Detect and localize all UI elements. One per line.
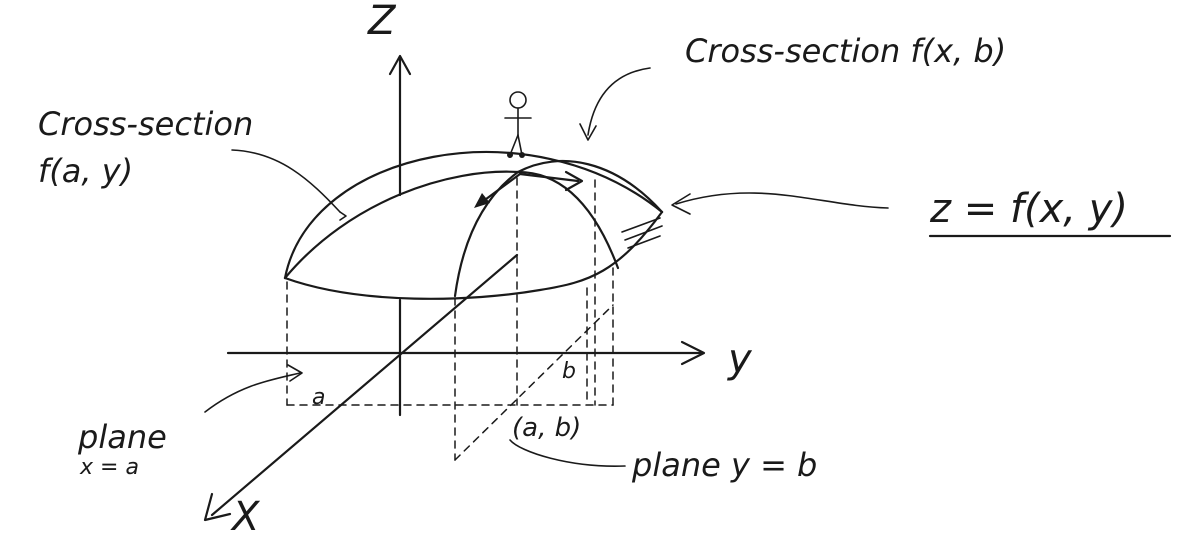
z-axis-arrowhead: [388, 54, 412, 76]
figure-head: [509, 91, 527, 109]
leader-lines: [204, 67, 889, 467]
labels: Z y X Cross-section f(x, b) Cross-sectio…: [38, 0, 1128, 533]
surface-hatch: [621, 217, 663, 249]
inner-arch-right: [516, 170, 620, 270]
cross-section-fay-curve: [283, 170, 520, 280]
plane-x-label-line1: plane: [77, 418, 167, 456]
inner-arch-left: [453, 170, 520, 298]
leader-fay: [231, 149, 341, 213]
leader-fxb-arrowhead: [579, 123, 597, 141]
leader-plane-x: [204, 372, 301, 413]
tangent-y-arrow: [518, 172, 580, 183]
tangent-x-arrowhead: [474, 193, 490, 208]
z-axis-label: Z: [367, 0, 397, 44]
stick-figure: [504, 91, 532, 158]
x-axis-arrowhead: [203, 492, 232, 522]
cross-section-fay-label-line1: Cross-section: [38, 105, 253, 143]
surface-label: z = f(x, y): [929, 186, 1128, 232]
leader-plane-x-arrowhead: [287, 364, 303, 382]
leader-plane-y: [509, 439, 626, 467]
front-arc-tick: [339, 211, 347, 221]
leader-fxb: [587, 67, 651, 136]
projection-lines: [286, 177, 614, 461]
y-axis-label: y: [727, 336, 753, 382]
cross-section-fxb-curve: [283, 150, 664, 280]
tick-b-label: b: [562, 359, 576, 384]
plane-x-label-line2: x = a: [79, 455, 139, 480]
tangent-arrows: [474, 170, 584, 208]
cross-section-fxb-label: Cross-section f(x, b): [685, 32, 1006, 70]
axes: [203, 54, 706, 522]
dome-surface: [283, 150, 664, 300]
leader-surface: [675, 192, 889, 209]
tick-a-label: a: [312, 385, 325, 410]
base-curve: [283, 210, 664, 300]
y-axis-arrowhead: [680, 340, 706, 366]
ridge-curve: [516, 160, 664, 214]
cross-section-fay-label-line2: f(a, y): [38, 152, 133, 190]
x-axis-label: X: [230, 494, 261, 533]
x-axis: [210, 253, 519, 517]
point-ab-label: (a, b): [512, 413, 581, 443]
plane-y-label: plane y = b: [631, 446, 817, 484]
tangent-y-arrowhead: [564, 170, 584, 192]
leader-surface-arrowhead: [671, 193, 691, 215]
